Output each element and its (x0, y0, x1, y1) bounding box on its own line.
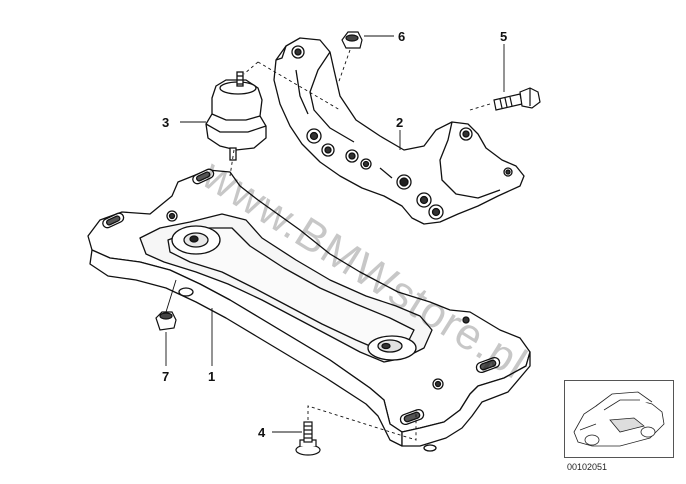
part-number-1[interactable]: 1 (208, 369, 216, 384)
support-bracket-part-2 (273, 37, 525, 225)
vehicle-thumbnail-car-outline (573, 391, 665, 447)
part-number-2[interactable]: 2 (396, 115, 404, 130)
part-number-5[interactable]: 5 (500, 29, 508, 44)
part-number-7[interactable]: 7 (162, 369, 170, 384)
axle-carrier-part-1 (87, 168, 531, 452)
engine-mount-part-3 (205, 71, 267, 161)
part-number-6[interactable]: 6 (398, 29, 406, 44)
leader-lines (165, 35, 505, 441)
leader-7-upper (165, 279, 177, 313)
nut-part-7 (155, 311, 177, 331)
part-number-3[interactable]: 3 (162, 115, 170, 130)
bolt-part-5 (493, 87, 541, 111)
part-number-4[interactable]: 4 (258, 425, 266, 440)
bolt-part-4 (295, 421, 321, 456)
nut-part-6 (341, 31, 363, 49)
diagram-code: 00102051 (567, 462, 608, 472)
